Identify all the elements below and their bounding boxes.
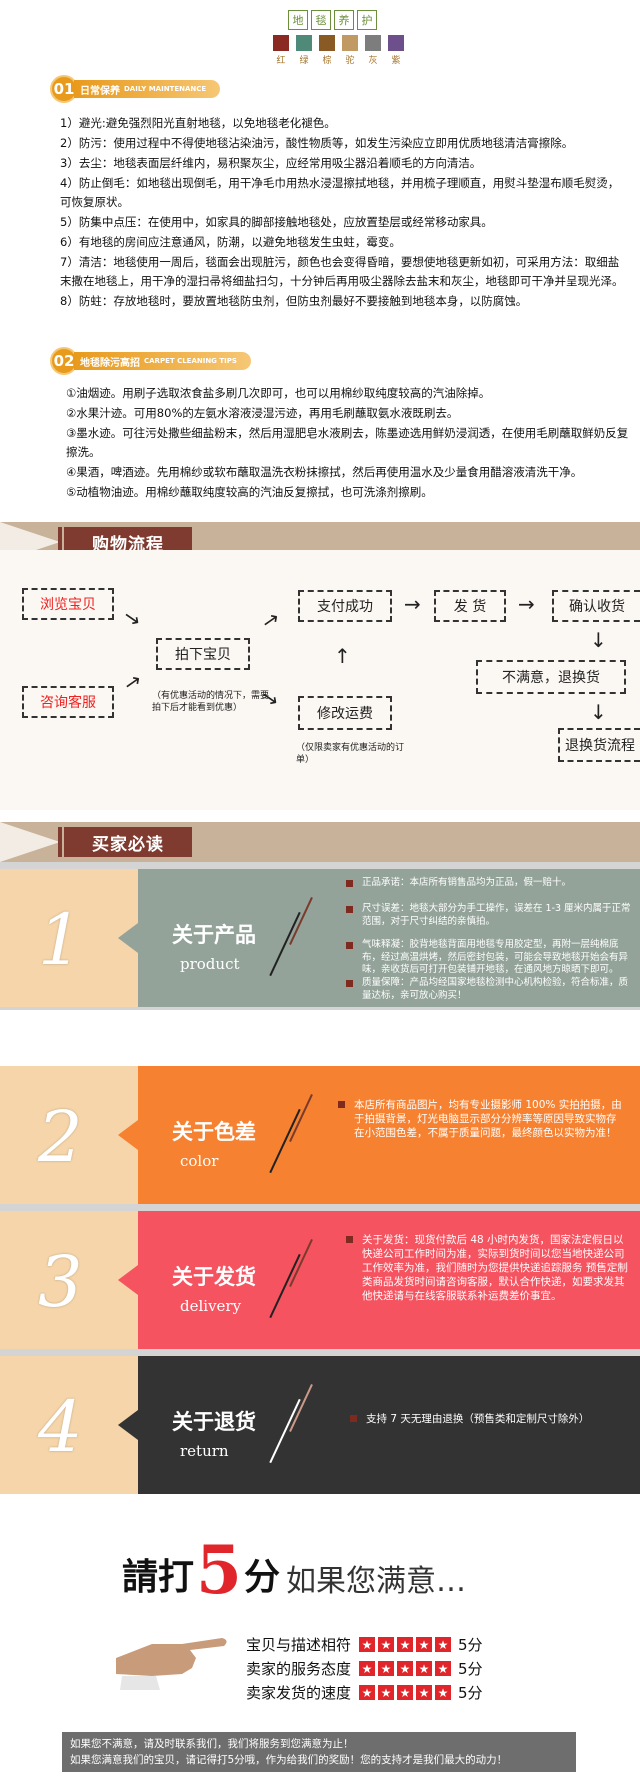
- card-bullet: 本店所有商品图片，均有专业摄影师 100% 实拍拍摄，由于拍摄背景，灯光电脑显示…: [338, 1098, 626, 1140]
- swatch: 灰: [365, 35, 381, 66]
- card-bullet: 气味释凝：胶背地毯背面用地毯专用胶定型，再附一层纯棉底布，经过高温烘烤，然后密封…: [346, 939, 634, 977]
- swatch: 红: [273, 35, 289, 66]
- card-bullet: 尺寸误差：地毯大部分为手工操作，误差在 1-3 厘米内属于正常范围，对于尺寸纠结…: [346, 903, 634, 928]
- card-title: 关于色差: [172, 1120, 256, 1144]
- banner-label: 买家必读: [58, 827, 192, 857]
- arrow-icon: →: [256, 605, 285, 635]
- divider: [0, 1349, 640, 1356]
- title-char: 养: [334, 10, 354, 30]
- list-item: ⑤动植物油迹。用棉纱蘸取纯度较高的汽油反复擦拭，也可洗涤剂擦刷。: [66, 485, 433, 499]
- card-title: 关于产品: [172, 923, 256, 947]
- card-subtitle: delivery: [180, 1297, 242, 1315]
- flow-step-confirm: 确认收货: [552, 590, 640, 622]
- flow-step-browse: 浏览宝贝: [22, 588, 114, 620]
- card-number: 4: [38, 1386, 83, 1468]
- card-color: 2 关于色差 color 本店所有商品图片，均有专业摄影师 100% 实拍拍摄，…: [0, 1066, 640, 1204]
- list-item: 3）去尘：地毯表面层纤维内，易积聚灰尘，应经常用吸尘器沿着顺毛的方向清洁。: [60, 156, 482, 170]
- list-item: ③墨水迹。可往污处撒些细盐粉末，然后用湿肥皂水液刷去，陈墨迹选用鲜奶浸润透，在使…: [66, 426, 629, 459]
- divider: [0, 1204, 640, 1211]
- section-number: 02: [50, 347, 78, 375]
- five-score: 5: [196, 1531, 242, 1609]
- note-order: （有优惠活动的情况下，需要拍下后才能看到优惠）: [152, 691, 270, 713]
- pointing-hand-icon: [116, 1638, 227, 1690]
- flow-step-modify: 修改运费: [298, 696, 392, 730]
- title-char: 毯: [311, 10, 331, 30]
- rating-row: 卖家发货的速度 ★★★★★ 5分: [246, 1684, 483, 1702]
- card-number: 1: [38, 899, 83, 981]
- card-number: 2: [38, 1096, 83, 1178]
- title-char: 地: [288, 10, 308, 30]
- flow-step-unsatisfied: 不满意，退换货: [476, 660, 626, 694]
- cleaning-list: ①油烟迹。用刷子选取浓食盐多刷几次即可，也可以用棉纱取纯度较高的汽油除掉。 ②水…: [66, 384, 636, 503]
- divider: [0, 862, 640, 869]
- swatch: 紫: [388, 35, 404, 66]
- card-number: 3: [38, 1241, 83, 1323]
- card-product: 1 关于产品 product 正品承诺：本店所有销售品均为正品，假一赔十。 尺寸…: [0, 869, 640, 1007]
- arrow-icon: →: [518, 592, 535, 616]
- card-bullet: 质量保障：产品均经国家地毯检测中心机构检验，符合标准，质量达标，亲可放心购买！: [346, 977, 634, 1002]
- arrow-down-icon: ↓: [590, 700, 607, 724]
- buyer-read-banner: 买家必读: [0, 822, 640, 862]
- title-char: 护: [357, 10, 377, 30]
- list-item: 7）清洁：地毯使用一周后，毯面会出现脏污，颜色也会变得昏暗，要想使地毯更新如初，…: [60, 255, 624, 288]
- shopping-flow-diagram: 浏览宝贝 咨询客服 → → 拍下宝贝 （有优惠活动的情况下，需要拍下后才能看到优…: [0, 550, 640, 810]
- swatch: 棕: [319, 35, 335, 66]
- list-item: 4）防止倒毛：如地毯出现倒毛，用干净毛巾用热水浸湿擦拭地毯，并用梳子理顺直，用熨…: [60, 176, 620, 209]
- rating-footer: 如果您不满意，请及时联系我们，我们将服务到您满意为止！ 如果您满意我们的宝贝，请…: [62, 1732, 576, 1772]
- list-item: ②水果汁迹。可用80%的左氨水溶液浸湿污迹，再用毛刷蘸取氨水液既刷去。: [66, 406, 459, 420]
- color-swatches: 红 绿 棕 驼 灰 紫: [273, 35, 411, 66]
- card-bullet: 关于发货：现货付款后 48 小时内发货，国家法定假日以快递公司工作时间为准，实际…: [346, 1233, 634, 1303]
- satisfied-text: 如果您满意…: [285, 1564, 466, 1599]
- flow-step-order: 拍下宝贝: [156, 638, 250, 670]
- list-item: 6）有地毯的房间应注意通风，防潮，以避免地毯发生虫蛀，霉变。: [60, 235, 401, 249]
- list-item: 5）防集中点压：在使用中，如家具的脚部接触地毯处，应放置垫层或经常移动家具。: [60, 215, 493, 229]
- list-item: 1）避光:避免强烈阳光直射地毯，以免地毯老化褪色。: [60, 116, 336, 130]
- arrow-icon: →: [118, 667, 147, 697]
- note-modify: （仅限卖家有优惠活动的订单）: [296, 743, 405, 765]
- section-number: 01: [50, 75, 78, 103]
- flow-step-ship: 发 货: [434, 590, 506, 622]
- flow-step-paid: 支付成功: [298, 590, 392, 622]
- rating-title: 請打 5 分 如果您满意…: [122, 1531, 466, 1609]
- card-bullet: 正品承诺：本店所有销售品均为正品，假一赔十。: [346, 877, 634, 890]
- card-delivery: 3 关于发货 delivery 关于发货：现货付款后 48 小时内发货，国家法定…: [0, 1211, 640, 1349]
- page-title: 地 毯 养 护: [288, 10, 380, 30]
- card-bullet: 支持 7 天无理由退换（预售类和定制尺寸除外）: [350, 1412, 636, 1426]
- card-subtitle: return: [180, 1442, 229, 1460]
- list-item: ④果酒，啤酒迹。先用棉纱或软布蘸取温洗衣粉抹擦拭，然后再使用温水及少量食用醋溶液…: [66, 465, 583, 479]
- arrow-down-icon: ↓: [590, 628, 607, 652]
- arrow-up-icon: ↑: [334, 644, 351, 668]
- arrow-icon: →: [118, 603, 147, 633]
- maintenance-list: 1）避光:避免强烈阳光直射地毯，以免地毯老化褪色。 2）防污：使用过程中不得使地…: [60, 114, 630, 312]
- stars-icon: ★★★★★: [359, 1661, 454, 1676]
- list-item: 8）防蛀：存放地毯时，要放置地毯防虫剂，但防虫剂最好不要接触到地毯本身，以防腐蚀…: [60, 294, 528, 308]
- card-title: 关于发货: [172, 1265, 256, 1289]
- rating-row: 卖家的服务态度 ★★★★★ 5分: [246, 1660, 483, 1678]
- card-subtitle: product: [180, 955, 240, 973]
- list-item: 2）防污：使用过程中不得使地毯沾染油污，酸性物质等，如发生污染应立即用优质地毯清…: [60, 136, 574, 150]
- rating-row: 宝贝与描述相符 ★★★★★ 5分: [246, 1636, 483, 1654]
- flow-step-consult: 咨询客服: [22, 686, 114, 718]
- divider: [0, 1007, 640, 1010]
- stars-icon: ★★★★★: [359, 1685, 454, 1700]
- swatch: 驼: [342, 35, 358, 66]
- card-return: 4 关于退货 return 支持 7 天无理由退换（预售类和定制尺寸除外）: [0, 1356, 640, 1494]
- card-subtitle: color: [180, 1152, 219, 1170]
- stars-icon: ★★★★★: [359, 1637, 454, 1652]
- flow-step-return: 退换货流程: [558, 728, 640, 762]
- list-item: ①油烟迹。用刷子选取浓食盐多刷几次即可，也可以用棉纱取纯度较高的汽油除掉。: [66, 386, 491, 400]
- card-title: 关于退货: [172, 1410, 256, 1434]
- swatch: 绿: [296, 35, 312, 66]
- arrow-icon: →: [404, 592, 421, 616]
